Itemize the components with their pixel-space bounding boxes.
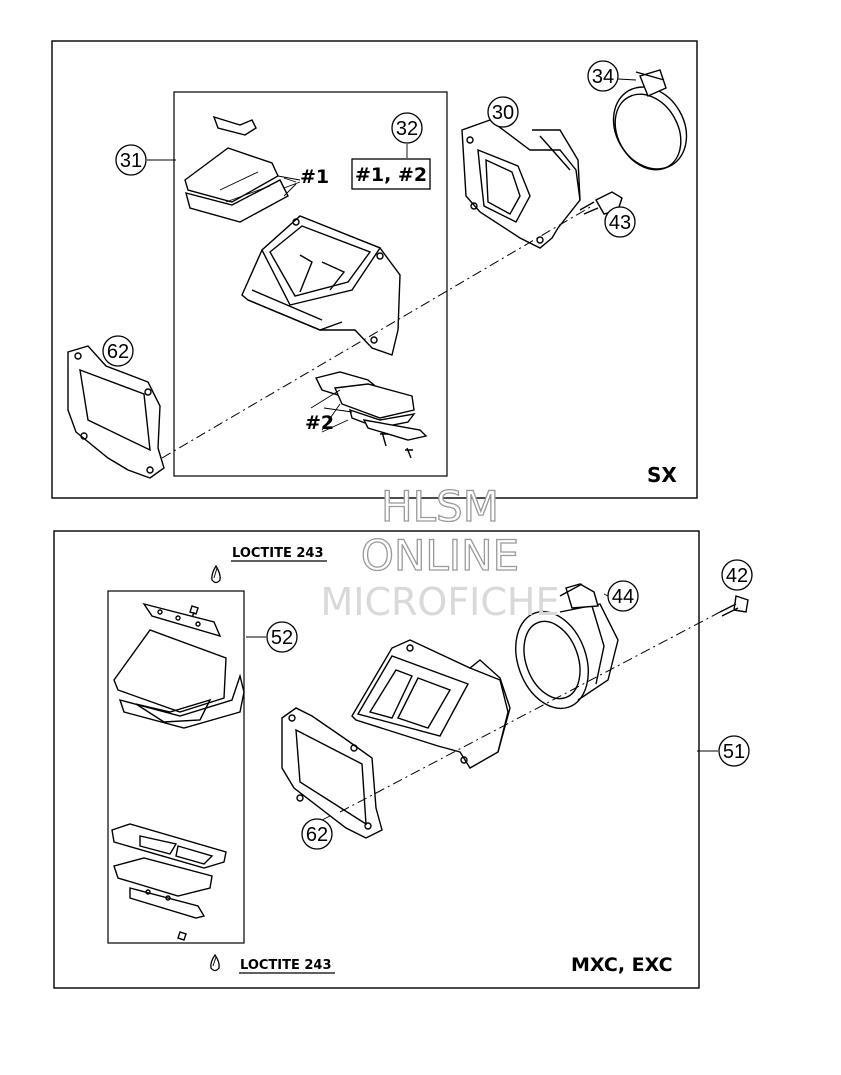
intake-manifold-44	[515, 583, 619, 710]
intake-manifold-30	[461, 119, 581, 249]
kit-label-box	[351, 158, 431, 190]
callout-51: 51	[718, 735, 750, 767]
mxc-model-label: MXC, EXC	[571, 954, 673, 976]
svg-text:62: 62	[306, 824, 328, 846]
reed-valve-block	[241, 215, 401, 356]
svg-text:51: 51	[723, 741, 745, 763]
callout-31: 31	[115, 144, 147, 176]
bolt-42	[719, 595, 749, 617]
svg-text:30: 30	[492, 102, 514, 124]
watermark-line-2: ONLINE	[361, 531, 519, 580]
reed-label-1: #1	[300, 166, 329, 188]
svg-text:43: 43	[609, 212, 631, 234]
hose-clamp-34	[612, 69, 688, 171]
callout-32: 32	[391, 112, 423, 144]
kit-label: #1, #2	[355, 164, 427, 186]
sx-panel: 31 32 30 34 43 62 #1, #2 #1 #2 SX	[51, 40, 698, 499]
reed-label-2: #2	[305, 412, 334, 434]
watermark-line-3: MICROFICHE	[320, 580, 559, 624]
reed-petals-1	[184, 115, 301, 223]
sx-panel-frame	[51, 40, 698, 499]
callout-42: 42	[721, 559, 753, 591]
svg-text:31: 31	[120, 150, 142, 172]
callout-52: 52	[266, 621, 298, 653]
callout-43: 43	[604, 206, 636, 238]
mxc-kit-bracket	[107, 590, 245, 944]
svg-text:44: 44	[612, 586, 634, 608]
reed-valve-block-mxc	[351, 639, 511, 769]
sx-kit-bracket	[173, 91, 448, 477]
svg-text:34: 34	[592, 66, 614, 88]
mxc-panel-frame	[53, 530, 700, 989]
loctite-label-bottom: LOCTITE 243	[240, 958, 332, 973]
callout-30: 30	[487, 96, 519, 128]
svg-text:42: 42	[726, 565, 748, 587]
reed-petals-2	[314, 371, 428, 459]
watermark-line-1: HLSM	[381, 482, 499, 531]
mxc-alignment-line	[339, 611, 721, 813]
svg-text:62: 62	[107, 341, 129, 363]
gasket-62-mxc	[281, 707, 383, 839]
gasket-62-sx	[67, 345, 165, 479]
callout-34: 34	[587, 60, 619, 92]
sx-model-label: SX	[647, 463, 677, 487]
mxc-panel: 52 42 44 51 62 LOCTITE 243 LOCTITE 243 M…	[53, 530, 753, 989]
loctite-drop-bottom	[210, 953, 220, 972]
callout-62-mxc: 62	[301, 818, 333, 850]
sx-alignment-line	[161, 205, 593, 459]
loctite-drop-top	[211, 564, 221, 584]
reed-kit-parts-top	[113, 602, 245, 729]
reed-kit-parts-bottom	[111, 823, 227, 919]
loctite-label-top: LOCTITE 243	[232, 546, 324, 561]
callout-44: 44	[607, 580, 639, 612]
watermark: HLSM ONLINE MICROFICHE	[320, 481, 559, 624]
svg-text:32: 32	[396, 118, 418, 140]
callout-62-sx: 62	[102, 335, 134, 367]
svg-text:52: 52	[271, 627, 293, 649]
